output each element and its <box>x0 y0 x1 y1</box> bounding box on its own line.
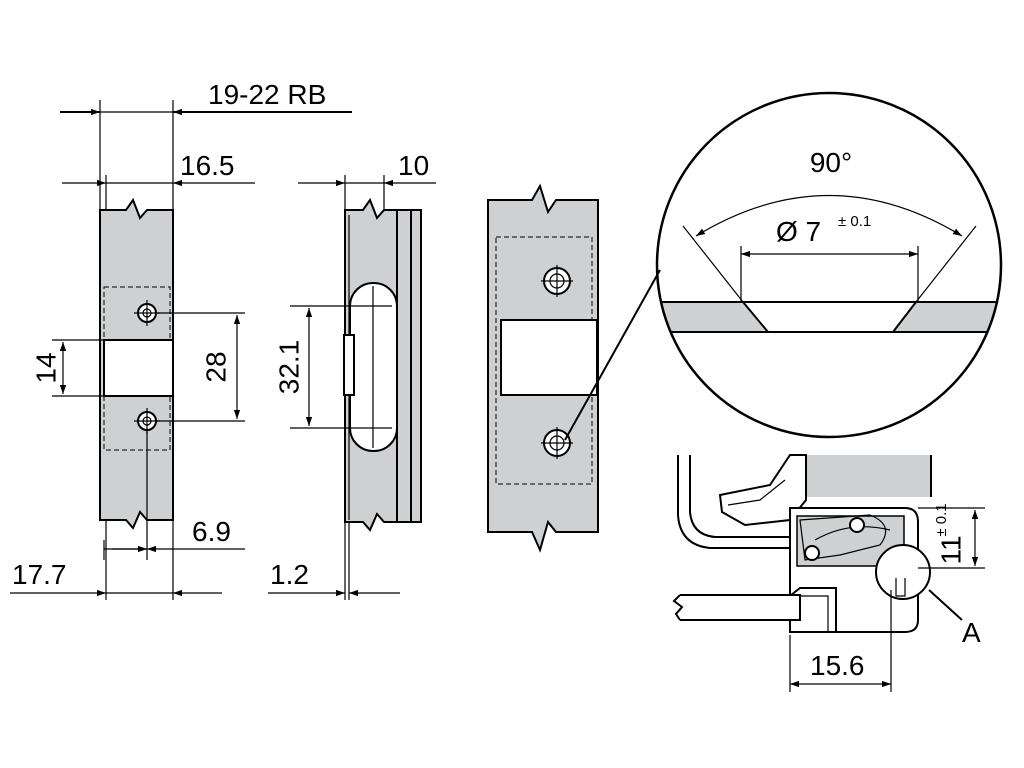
detail-a-label: A <box>962 617 981 648</box>
detail-a-circle <box>875 544 931 600</box>
dim-rebate-range: 19-22 RB <box>208 79 326 110</box>
dim-hole-offset: 6.9 <box>192 516 231 547</box>
dim-side-tolerance: ± 0.1 <box>933 503 950 536</box>
detail-leader <box>564 269 661 441</box>
dim-angle: 90° <box>810 147 852 178</box>
dim-slot-length: 32.1 <box>273 340 304 395</box>
dim-face-width: 16.5 <box>180 150 235 181</box>
dim-side-height: 11 <box>935 535 966 564</box>
dim-opening-height: 14 <box>30 352 61 383</box>
countersink-detail: 90° Ø 7 ± 0.1 <box>655 91 1003 439</box>
plate-hole-bottom <box>541 427 573 459</box>
plate-hole-top <box>541 265 573 297</box>
cross-section-view: A 15.6 11 ± 0.1 <box>672 454 985 692</box>
dim-hole-tolerance: ± 0.1 <box>838 213 871 230</box>
dim-plate-thickness: 1.2 <box>270 559 309 590</box>
plate-opening <box>500 319 598 396</box>
dim-bottom-width: 15.6 <box>810 650 865 681</box>
dim-side-width: 10 <box>398 150 429 181</box>
frame-block <box>806 455 931 497</box>
latch-opening <box>103 339 174 397</box>
screw-hole-top <box>134 300 160 326</box>
detail-circle <box>655 91 1003 439</box>
dim-hole-diameter: Ø 7 <box>776 216 821 247</box>
side-view: 10 32.1 1.2 <box>268 150 436 600</box>
front-view: 19-22 RB 16.5 14 28 6.9 17.7 <box>10 79 352 600</box>
side-tab <box>343 334 355 396</box>
dim-overall-offset: 17.7 <box>12 559 67 590</box>
dim-hole-spacing: 28 <box>200 351 231 382</box>
plate-view <box>487 183 661 553</box>
